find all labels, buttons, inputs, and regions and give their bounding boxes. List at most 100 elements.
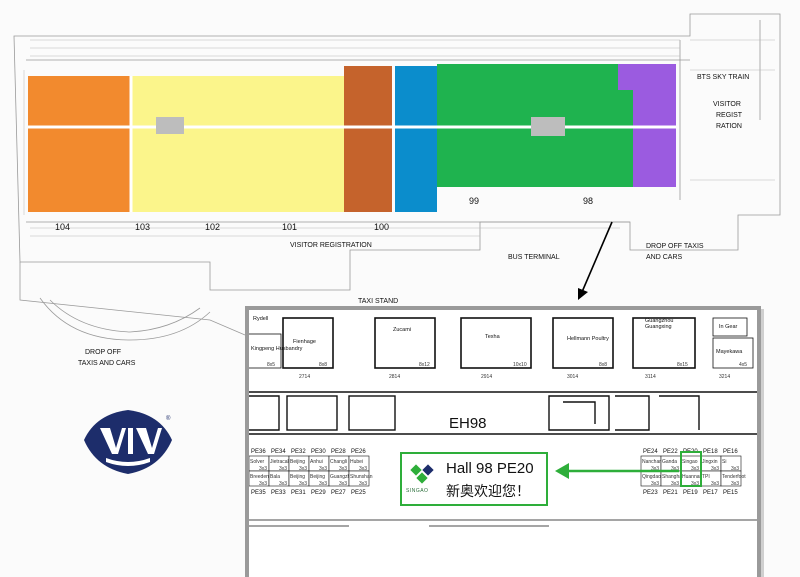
right-row-name-bottom: Qingdao (642, 474, 661, 480)
stand-name-zucami: Zucami (393, 327, 411, 333)
stand-size-guangxing: 8x15 (677, 362, 688, 368)
right-row-code-top: PE22 (663, 449, 678, 455)
hall-label-103: 103 (135, 222, 150, 232)
zoom-arrow (578, 221, 613, 300)
bottom-wall (249, 519, 757, 527)
stand-name-guangxing: Guangxing (645, 324, 672, 330)
left-row-code-bottom: PE35 (251, 490, 266, 496)
left-row-size-top: 3x3 (319, 466, 327, 472)
hall-99[interactable] (395, 66, 437, 212)
left-row-size-bottom: 3x3 (339, 481, 347, 487)
left-row-code-top: PE30 (311, 449, 326, 455)
right-row-size-bottom: 3x3 (651, 481, 659, 487)
visitor-reg-label-2: REGIST (716, 112, 743, 119)
stand-mayekawa[interactable] (712, 337, 754, 369)
stand-size-texha: 10x10 (513, 362, 527, 368)
stand-texha[interactable] (460, 317, 532, 369)
left-row-code-top: PE26 (351, 449, 366, 455)
callout-arrow (555, 463, 679, 479)
right-row-name-bottom: TPI (702, 474, 710, 480)
stand-name-mayekawa: Mayekawa (716, 349, 743, 355)
right-row-size-top: 3x3 (651, 466, 659, 472)
singao-logo-icon (410, 464, 434, 484)
left-row-name-bottom: Shunshan (350, 474, 373, 480)
hall-dividers (28, 76, 676, 212)
hall-label-102: 102 (205, 222, 220, 232)
stand-hellmann-poultry[interactable] (552, 317, 614, 369)
stand-pe20-highlight[interactable] (680, 451, 702, 487)
viv-logo: ® (84, 410, 172, 474)
right-row-code-bottom: PE19 (683, 490, 698, 496)
right-row-size-top: 3x3 (731, 466, 739, 472)
stand-fienhage[interactable] (282, 317, 334, 369)
left-row-name-bottom: Guangzh (330, 474, 351, 480)
right-row-size-top: 3x3 (711, 466, 719, 472)
right-row-code-top: PE16 (723, 449, 738, 455)
bus-terminal-label: BUS TERMINAL (508, 254, 560, 261)
stand-guangxing[interactable] (632, 317, 696, 369)
stand-code-3014: 3014 (567, 374, 578, 380)
left-row-size-top: 3x3 (299, 466, 307, 472)
hall-label-104: 104 (55, 222, 70, 232)
left-row-size-bottom: 3x3 (259, 481, 267, 487)
left-row-code-top: PE36 (251, 449, 266, 455)
left-row-size-bottom: 3x3 (359, 481, 367, 487)
stand-code-3114: 3114 (645, 374, 656, 380)
right-row-code-bottom: PE15 (723, 490, 738, 496)
left-row-code-bottom: PE25 (351, 490, 366, 496)
right-row-name-top: Singao (682, 459, 698, 465)
stand-in-gear[interactable] (712, 317, 748, 337)
hall-label-eh98: EH98 (449, 415, 487, 432)
left-row-name-bottom: Bala (270, 474, 280, 480)
stand-name-texha: Texha (485, 334, 501, 340)
callout-hall-stand: Hall 98 PE20 (446, 460, 534, 477)
stand-size-zucami: 8x12 (419, 362, 430, 368)
stand-zucami[interactable] (374, 317, 436, 369)
left-row-name-top: Jietracal (270, 459, 289, 465)
stand-size-mayekawa: 4x5 (739, 362, 747, 368)
left-row-code-top: PE32 (291, 449, 306, 455)
right-row-name-top: Si (722, 459, 726, 465)
stand-size-hellmann: 8x8 (599, 362, 607, 368)
stand-size-fienhage: 8x8 (319, 362, 327, 368)
hall-103-center-block (156, 117, 184, 134)
right-row-stand-bottom[interactable] (720, 470, 742, 487)
left-row-name-top: Hubei (350, 459, 363, 465)
left-row-size-top: 3x3 (339, 466, 347, 472)
left-row-stand-bottom[interactable] (348, 470, 370, 487)
left-row-name-bottom: Beijing (310, 474, 325, 480)
right-row-name-bottom: Huannan (682, 474, 703, 480)
left-row-name-top: Solver (250, 459, 265, 465)
right-row-name-top: Jingxin (702, 459, 718, 465)
left-row-size-bottom: 3x3 (319, 481, 327, 487)
svg-text:®: ® (166, 415, 171, 422)
stand-kingpeng[interactable] (249, 333, 282, 369)
callout-welcome: 新奥欢迎您！ (446, 483, 530, 499)
hall-98-detail-inset: Fienhage 8x8 Zucami 8x12 Texha 10x10 Hel… (245, 306, 761, 577)
left-row-code-top: PE28 (331, 449, 346, 455)
stand-name-hellmann: Hellmann Poultry (567, 336, 609, 342)
drop-off-left-label-1: DROP OFF (85, 349, 121, 356)
right-row-name-bottom: Tenderfoot (722, 474, 746, 480)
drop-off-right-label-2: AND CARS (646, 254, 683, 261)
left-row-name-bottom: Beijing (290, 474, 305, 480)
stand-name-guangxing-top: Guangzhou (645, 318, 673, 324)
hall-100[interactable] (344, 66, 392, 212)
right-stand-rows: PE24Nanchang3x3Qingdao3x3PE23PE22Ganda3x… (640, 449, 746, 496)
building-outline (13, 13, 781, 341)
left-stand-rows: PE36Solver3x3Breedence3x3PE35PE34Jietrac… (249, 449, 373, 496)
visitor-registration-label: VISITOR REGISTRATION (290, 242, 372, 249)
hall-104[interactable] (28, 76, 131, 212)
right-row-size-bottom: 3x3 (671, 481, 679, 487)
left-row-code-top: PE34 (271, 449, 286, 455)
left-row-size-top: 3x3 (259, 466, 267, 472)
left-row-name-top: Anhui (310, 459, 323, 465)
right-row-code-bottom: PE21 (663, 490, 678, 496)
right-row-size-bottom: 3x3 (731, 481, 739, 487)
right-row-name-top: Ganda (662, 459, 677, 465)
stand-name-in-gear: In Gear (719, 324, 738, 330)
right-row-name-top: Nanchang (642, 459, 665, 465)
hall-103-102-101[interactable] (131, 76, 344, 212)
right-row-code-bottom: PE23 (643, 490, 658, 496)
